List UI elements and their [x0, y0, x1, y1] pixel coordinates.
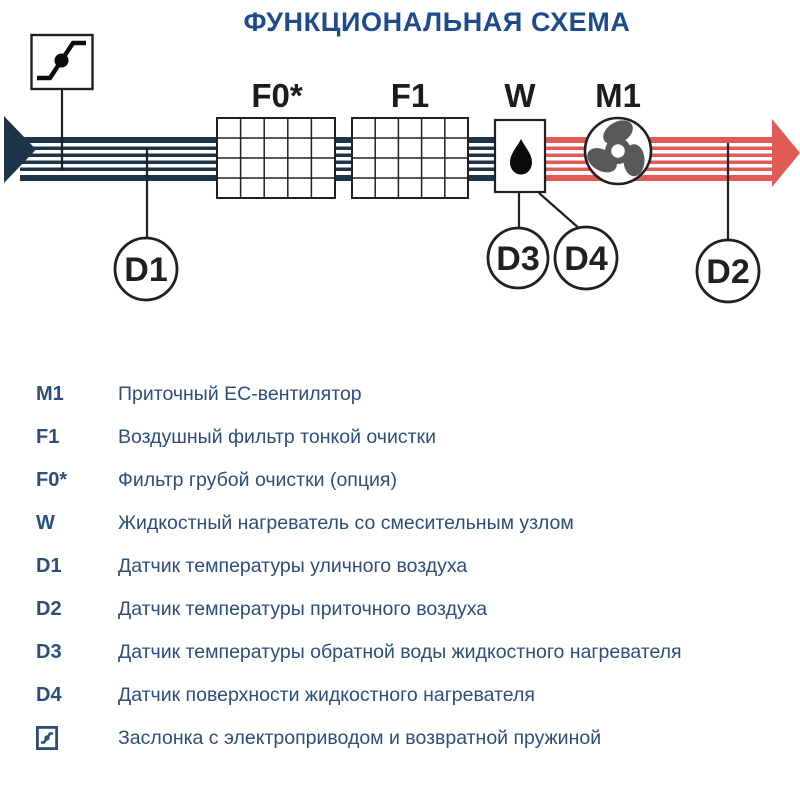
sensor-label: D1	[124, 251, 167, 289]
legend-row-d2: D2 Датчик температуры приточного воздуха	[36, 597, 776, 621]
heater-w	[493, 118, 547, 194]
legend-text: Датчик поверхности жидкостного нагревате…	[118, 683, 535, 706]
flow-arrow-right	[772, 119, 800, 187]
sensor-label: D3	[496, 240, 539, 278]
sensor-label: D4	[564, 240, 608, 278]
legend-text: Датчик температуры обратной воды жидкост…	[118, 640, 682, 663]
legend: M1 Приточный EC-вентилятор F1 Воздушный …	[36, 382, 776, 769]
sensor-d4: D4	[553, 225, 619, 291]
connector-lines	[60, 89, 730, 241]
damper-icon	[36, 726, 58, 750]
water-drop-icon	[510, 139, 532, 175]
legend-text: Датчик температуры уличного воздуха	[118, 554, 468, 577]
fan-m1	[583, 116, 653, 186]
d4-connector-line	[538, 192, 582, 231]
legend-key: F1	[36, 425, 60, 448]
legend-key	[36, 726, 118, 750]
sensor-circle	[486, 226, 550, 290]
damper-unit	[30, 33, 94, 91]
legend-row-m1: M1 Приточный EC-вентилятор	[36, 382, 776, 406]
functional-diagram: F0* F1 W M1 D1 D3 D4 D2	[4, 33, 800, 304]
legend-row-f0: F0* Фильтр грубой очистки (опция)	[36, 468, 776, 492]
sensor-circle	[695, 238, 761, 304]
sensor-circle	[553, 225, 619, 291]
filter-f1	[351, 117, 469, 199]
legend-key: M1	[36, 382, 64, 405]
damper-icon	[37, 40, 86, 81]
air-stream-warm	[545, 119, 800, 187]
fan-icon	[587, 120, 645, 177]
label-f1: F1	[391, 77, 430, 114]
legend-text: Воздушный фильтр тонкой очистки	[118, 425, 436, 448]
legend-key: W	[36, 511, 55, 534]
legend-key: D1	[36, 554, 62, 577]
sensor-circle	[113, 236, 179, 302]
label-f0: F0*	[251, 77, 303, 114]
label-m1: M1	[595, 77, 641, 114]
legend-key: F0*	[36, 468, 68, 491]
legend-text: Датчик температуры приточного воздуха	[118, 597, 488, 620]
sensor-d3: D3	[486, 226, 550, 290]
filter-f0	[216, 117, 336, 199]
sensor-label: D2	[706, 253, 749, 291]
legend-row-d1: D1 Датчик температуры уличного воздуха	[36, 554, 776, 578]
label-w: W	[504, 77, 536, 114]
filter-grid	[352, 118, 468, 198]
page-title: ФУНКЦИОНАЛЬНАЯ СХЕМА	[243, 7, 631, 37]
legend-row-f1: F1 Воздушный фильтр тонкой очистки	[36, 425, 776, 449]
filter-grid	[217, 118, 335, 198]
legend-key: D2	[36, 597, 62, 620]
legend-row-damper: Заслонка с электроприводом и возвратной …	[36, 726, 776, 750]
legend-text: Жидкостный нагреватель со смесительным у…	[118, 511, 574, 534]
legend-key: D4	[36, 683, 62, 706]
legend-key: D3	[36, 640, 62, 663]
legend-row-d3: D3 Датчик температуры обратной воды жидк…	[36, 640, 776, 664]
legend-text: Заслонка с электроприводом и возвратной …	[118, 726, 602, 749]
sensor-d1: D1	[113, 236, 179, 302]
legend-text: Приточный EC-вентилятор	[118, 382, 362, 405]
legend-row-d4: D4 Датчик поверхности жидкостного нагрев…	[36, 683, 776, 707]
legend-text: Фильтр грубой очистки (опция)	[118, 468, 397, 491]
legend-row-w: W Жидкостный нагреватель со смесительным…	[36, 511, 776, 535]
sensor-d2: D2	[695, 238, 761, 304]
